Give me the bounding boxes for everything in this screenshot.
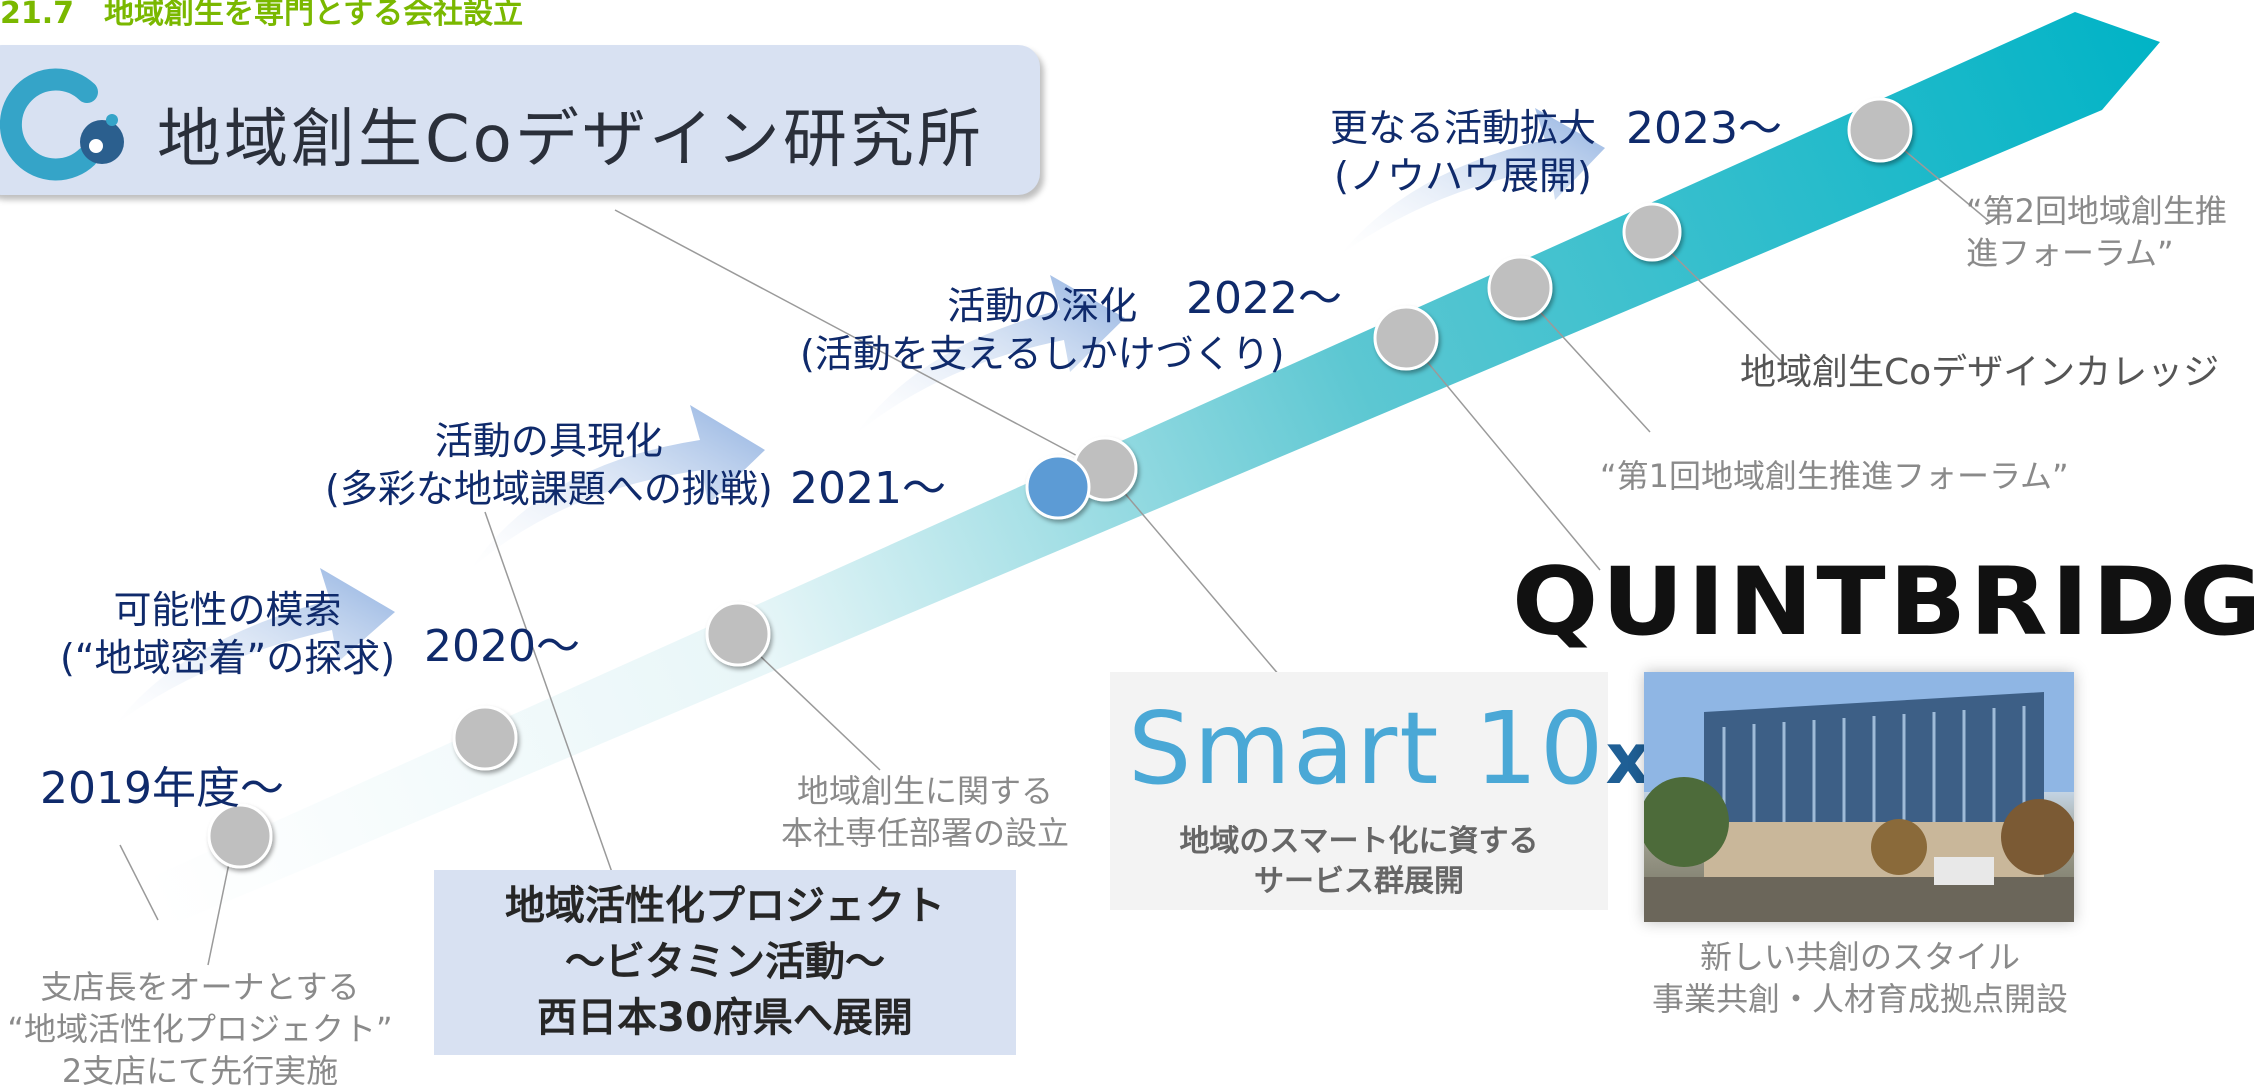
smart10x-logo: Smart 10x [1128, 690, 1653, 807]
phase-4-title: 更なる活動拡大 [1330, 106, 1597, 150]
year-2023: 2023〜 [1626, 103, 1782, 154]
phase-arrow-2 [470, 405, 765, 570]
project-box-text: 地域活性化プロジェクト 〜ビタミン活動〜 西日本30府県へ展開 [505, 883, 945, 1041]
phase-4: 更なる活動拡大 (ノウハウ展開) [1330, 104, 1596, 200]
phase-arrow-4 [1340, 108, 1605, 255]
note-new-style: 新しい共創のスタイル 事業共創・人材育成拠点開設 [1651, 938, 2068, 1018]
year-2022: 2022〜 [1186, 273, 1342, 324]
note-forum-2: “第2回地域創生推 進フォーラム” [1966, 192, 2227, 272]
year-2020: 2020〜 [424, 621, 580, 672]
phase-3: 活動の深化 (活動を支えるしかけづくり) [800, 282, 1285, 378]
co-logo-icon [0, 68, 124, 181]
year-2019: 2019年度〜 [40, 763, 284, 814]
quintbridge-logo: QUINTBRIDGE [1512, 548, 2254, 657]
phase-1-title: 可能性の模索 [113, 588, 342, 632]
building-illustration [1644, 672, 2074, 922]
phase-1-subtitle: (“地域密着”の探求) [60, 636, 396, 680]
milestone-dot-8 [1847, 97, 1913, 163]
note-hq-department: 地域創生に関する 本社専任部署の設立 [780, 772, 1069, 852]
phase-4-subtitle: (ノウハウ展開) [1334, 154, 1592, 198]
phase-arrow-1 [115, 568, 395, 725]
section-title: 21.7 地域創生を専門とする会社設立 [0, 0, 524, 31]
project-box [434, 870, 1016, 1055]
smart10x-panel [1110, 672, 1608, 910]
milestone-dot-3 [705, 601, 771, 667]
milestone-dot-1 [207, 803, 273, 869]
phase-2-subtitle: (多彩な地域課題への挑戦) [325, 467, 773, 511]
note-branch-pilot: 支店長をオーナとする “地域活性化プロジェクト” 2支店にて先行実施 [7, 968, 393, 1090]
phase-3-title: 活動の深化 [947, 284, 1138, 328]
phase-arrow-3 [855, 275, 1125, 435]
milestone-dot-5 [1373, 305, 1439, 371]
phase-arrows [115, 108, 1605, 725]
quintbridge-building-photo [1644, 672, 2074, 922]
year-2021: 2021〜 [790, 463, 946, 514]
phase-2: 活動の具現化 (多彩な地域課題への挑戦) [325, 417, 773, 513]
lab-name: 地域創生Coデザイン研究所 [157, 103, 984, 177]
milestone-dot-7 [1622, 202, 1682, 262]
phase-2-title: 活動の具現化 [434, 419, 663, 463]
lab-name-panel [0, 45, 1040, 195]
note-codesign-college: 地域創生Coデザインカレッジ [1740, 352, 2220, 393]
milestone-dot-6 [1487, 255, 1553, 321]
phase-3-subtitle: (活動を支えるしかけづくり) [800, 332, 1285, 376]
phase-1: 可能性の模索 (“地域密着”の探求) [60, 586, 395, 682]
note-forum-1: “第1回地域創生推進フォーラム” [1600, 457, 2069, 495]
milestone-dot-2 [452, 705, 518, 771]
milestone-dot-highlight [1025, 454, 1091, 520]
milestones [207, 97, 1913, 869]
smart10x-description: 地域のスマート化に資する サービス群展開 [1179, 824, 1539, 899]
